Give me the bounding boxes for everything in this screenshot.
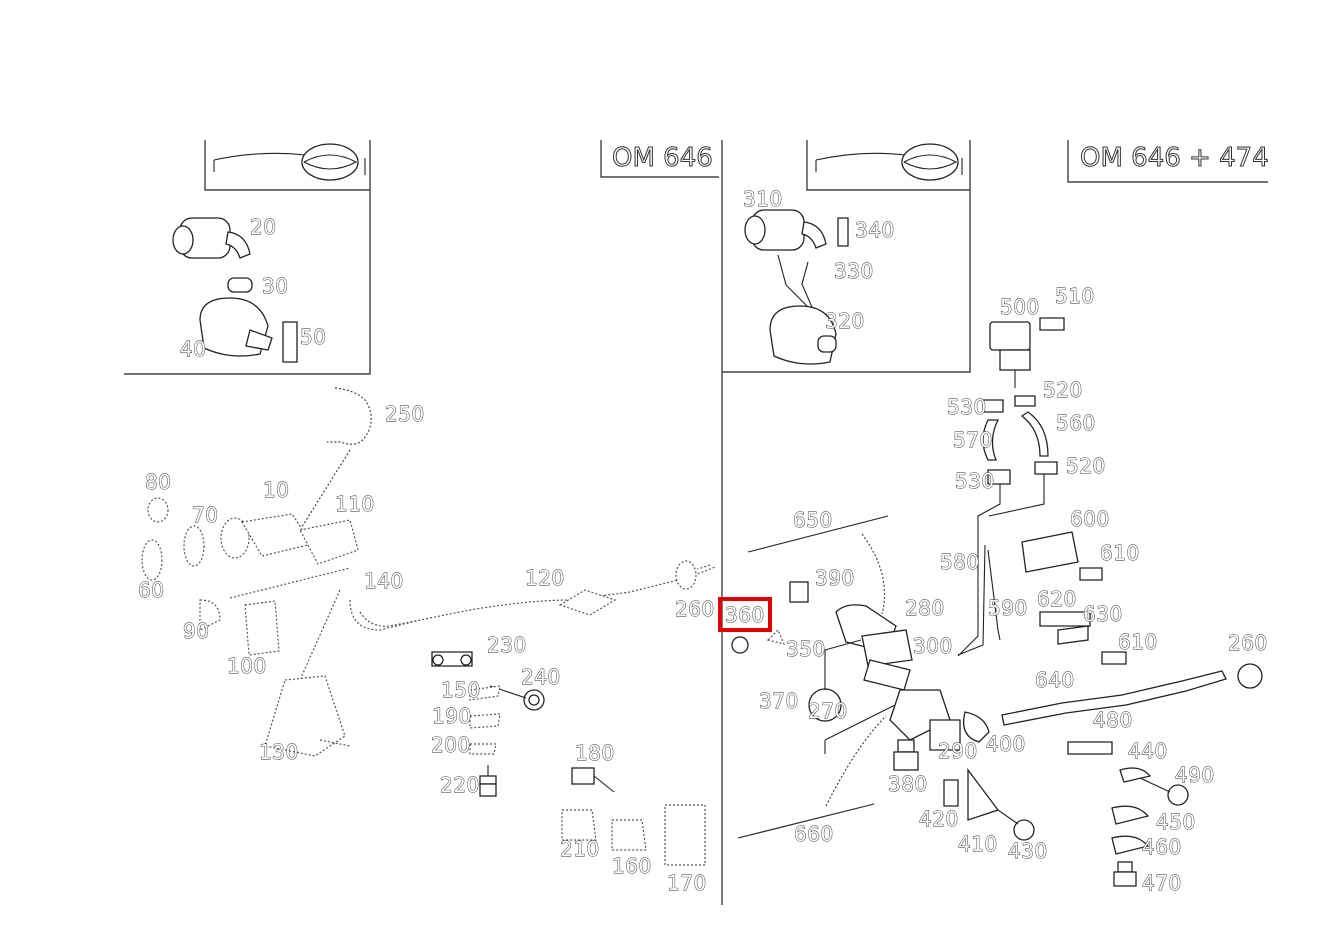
callout-230[interactable]: 230 xyxy=(487,633,527,658)
callout-20[interactable]: 20 xyxy=(250,215,277,240)
callout-390[interactable]: 390 xyxy=(815,566,855,591)
callout-60[interactable]: 60 xyxy=(138,578,165,603)
callout-570[interactable]: 570 xyxy=(953,428,993,453)
callout-410[interactable]: 410 xyxy=(958,832,998,857)
callout-270[interactable]: 270 xyxy=(808,699,848,724)
callout-50[interactable]: 50 xyxy=(300,325,327,350)
callout-470[interactable]: 470 xyxy=(1142,871,1182,896)
callout-630[interactable]: 630 xyxy=(1083,602,1123,627)
callout-590[interactable]: 590 xyxy=(988,596,1028,621)
callout-500[interactable]: 500 xyxy=(1000,295,1040,320)
callout-360[interactable]: 360 xyxy=(725,603,765,628)
callout-240[interactable]: 240 xyxy=(521,665,561,690)
callout-530-upper[interactable]: 530 xyxy=(947,395,987,420)
right-assembly xyxy=(731,317,1263,887)
callout-90[interactable]: 90 xyxy=(183,619,210,644)
callout-640[interactable]: 640 xyxy=(1035,668,1075,693)
callout-300[interactable]: 300 xyxy=(913,634,953,659)
callout-600[interactable]: 600 xyxy=(1070,507,1110,532)
callout-80[interactable]: 80 xyxy=(145,470,172,495)
callout-480[interactable]: 480 xyxy=(1093,708,1133,733)
callout-350[interactable]: 350 xyxy=(786,637,826,662)
callout-610-upper[interactable]: 610 xyxy=(1100,541,1140,566)
left-assembly xyxy=(141,387,716,757)
callout-530-lower[interactable]: 530 xyxy=(955,469,995,494)
logo-right xyxy=(815,143,963,181)
callout-330[interactable]: 330 xyxy=(834,259,874,284)
callout-260-right[interactable]: 260 xyxy=(1228,631,1268,656)
callout-460[interactable]: 460 xyxy=(1142,835,1182,860)
callout-420[interactable]: 420 xyxy=(919,807,959,832)
callout-10[interactable]: 10 xyxy=(263,478,290,503)
callout-40[interactable]: 40 xyxy=(180,337,207,362)
callout-520-lower[interactable]: 520 xyxy=(1066,454,1106,479)
callout-310[interactable]: 310 xyxy=(743,187,783,212)
callout-200[interactable]: 200 xyxy=(431,733,471,758)
callout-70[interactable]: 70 xyxy=(192,503,219,528)
callout-170[interactable]: 170 xyxy=(667,871,707,896)
selected-callout[interactable]: 360 xyxy=(718,597,772,632)
callout-380[interactable]: 380 xyxy=(888,772,928,797)
callout-660[interactable]: 660 xyxy=(794,822,834,847)
callout-280[interactable]: 280 xyxy=(905,596,945,621)
callout-430[interactable]: 430 xyxy=(1008,839,1048,864)
right-panel-title: OM 646 + 474 xyxy=(1080,143,1269,173)
left-panel-title: OM 646 xyxy=(612,143,713,173)
callout-140[interactable]: 140 xyxy=(364,569,404,594)
frame-lines xyxy=(124,140,1268,905)
callout-510[interactable]: 510 xyxy=(1055,284,1095,309)
callout-110[interactable]: 110 xyxy=(335,492,375,517)
callout-440[interactable]: 440 xyxy=(1128,739,1168,764)
callout-520-upper[interactable]: 520 xyxy=(1043,378,1083,403)
callout-250[interactable]: 250 xyxy=(385,402,425,427)
callout-560[interactable]: 560 xyxy=(1056,411,1096,436)
callout-150[interactable]: 150 xyxy=(441,678,481,703)
callout-260-left[interactable]: 260 xyxy=(675,597,715,622)
selection-highlight-box xyxy=(718,597,772,632)
callout-220[interactable]: 220 xyxy=(440,773,480,798)
callout-320[interactable]: 320 xyxy=(825,309,865,334)
callout-620[interactable]: 620 xyxy=(1037,587,1077,612)
callout-340[interactable]: 340 xyxy=(855,218,895,243)
callout-290[interactable]: 290 xyxy=(938,739,978,764)
right-inset-parts xyxy=(744,209,849,365)
callout-120[interactable]: 120 xyxy=(525,566,565,591)
callout-370[interactable]: 370 xyxy=(759,689,799,714)
callout-650[interactable]: 650 xyxy=(793,508,833,533)
callout-30[interactable]: 30 xyxy=(262,274,289,299)
callout-100[interactable]: 100 xyxy=(227,654,267,679)
callout-160[interactable]: 160 xyxy=(612,854,652,879)
callout-450[interactable]: 450 xyxy=(1156,810,1196,835)
callout-180[interactable]: 180 xyxy=(575,741,615,766)
left-inset-parts xyxy=(172,217,298,363)
callout-130[interactable]: 130 xyxy=(259,740,299,765)
callout-490[interactable]: 490 xyxy=(1175,763,1215,788)
callout-580[interactable]: 580 xyxy=(940,550,980,575)
callout-190[interactable]: 190 xyxy=(432,704,472,729)
logo-left xyxy=(213,143,366,181)
left-hardware xyxy=(431,651,706,866)
callout-210[interactable]: 210 xyxy=(560,837,600,862)
callout-610-lower[interactable]: 610 xyxy=(1118,630,1158,655)
callout-400[interactable]: 400 xyxy=(986,732,1026,757)
callout-labels: 20 30 40 50 250 80 10 70 110 60 140 120 … xyxy=(138,187,1268,896)
